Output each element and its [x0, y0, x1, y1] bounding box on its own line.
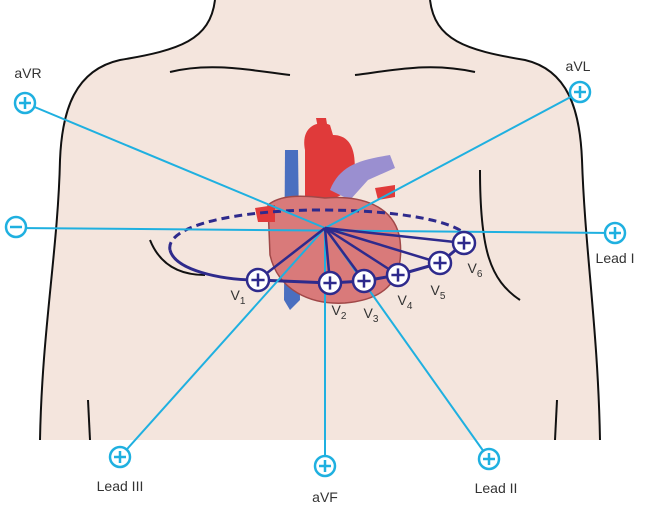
v1-vector-line: [257, 227, 326, 281]
v1-plus-icon: [245, 267, 271, 293]
avr-axis-line: [24, 102, 326, 229]
v4-vector-line: [324, 226, 399, 277]
label-lead-iii: Lead III: [96, 478, 144, 494]
lead-ii-plus-icon: [477, 447, 501, 471]
label-avf: aVF: [312, 489, 338, 505]
clavicle-right: [354, 66, 476, 76]
torso-outline-right: [429, 0, 601, 441]
lead-i-plus-icon: [603, 221, 627, 245]
v6-vector-line: [324, 226, 465, 245]
lead-i-axis-line: [15, 227, 616, 234]
v4-plus-icon: [385, 262, 411, 288]
lead-iii-plus-icon: [108, 445, 132, 469]
label-avr: aVR: [14, 65, 42, 81]
armpit-right: [479, 169, 521, 301]
v2-plus-icon: [317, 270, 343, 296]
label-v6: V6: [467, 260, 483, 280]
clavicle-left: [169, 66, 291, 76]
label-v1: V1: [230, 287, 246, 307]
pectoral-left: [149, 239, 206, 276]
label-lead-ii: Lead II: [474, 480, 518, 496]
label-v2: V2: [331, 302, 347, 322]
lead-iii-axis-line: [119, 227, 326, 458]
v6-plus-icon: [451, 230, 477, 256]
v5-plus-icon: [427, 250, 453, 276]
v5-vector-line: [324, 226, 441, 265]
v3-plus-icon: [351, 268, 377, 294]
label-lead-i: Lead I: [595, 250, 635, 266]
lead-i-minus-icon: [4, 215, 28, 239]
avr-plus-icon: [13, 91, 37, 115]
arm-right: [554, 399, 558, 441]
label-avl: aVL: [565, 58, 591, 74]
avf-plus-icon: [313, 454, 337, 478]
avl-axis-line: [324, 91, 581, 229]
label-v4: V4: [397, 292, 413, 312]
label-v3: V3: [363, 305, 379, 325]
arm-left: [87, 399, 91, 441]
avl-plus-icon: [568, 80, 592, 104]
label-v5: V5: [430, 282, 446, 302]
